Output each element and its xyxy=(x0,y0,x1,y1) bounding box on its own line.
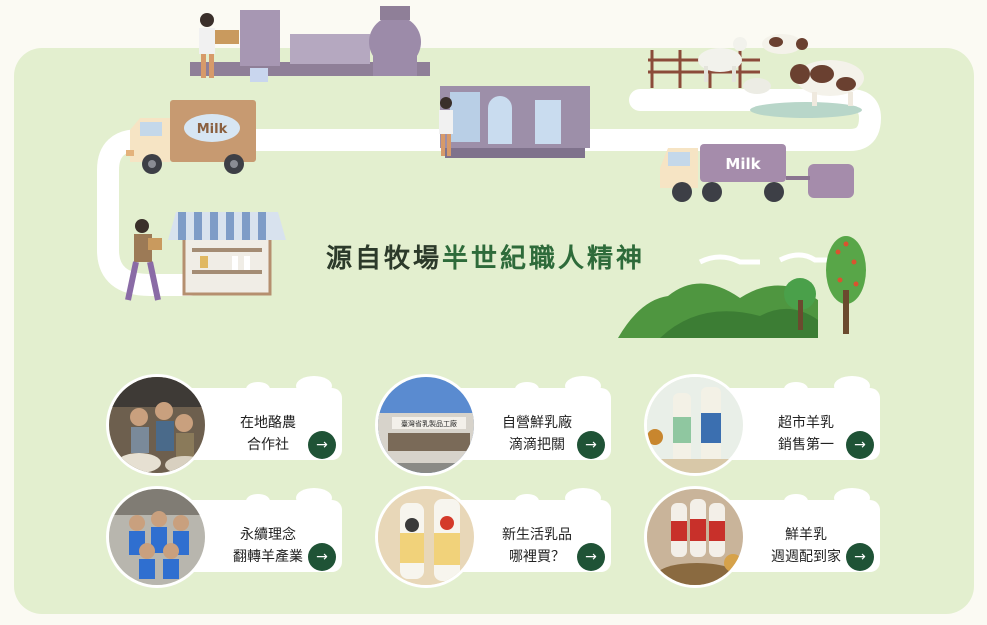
card-sustainability[interactable]: 永續理念翻轉羊產業 → xyxy=(106,486,346,588)
arrow-button[interactable]: → xyxy=(577,543,605,571)
card-label: 永續理念翻轉羊產業 xyxy=(233,527,303,565)
factory-sign-text: 臺灣省乳製品工廠 xyxy=(401,419,457,428)
card-photo-farmers xyxy=(106,374,208,476)
card-label: 自營鮮乳廠滴滴把關 xyxy=(502,415,572,453)
card-own-milk-plant[interactable]: 臺灣省乳製品工廠 自營鮮乳廠滴滴把關 → xyxy=(375,374,615,476)
milk-tanker-truck: Milk xyxy=(660,144,854,202)
card-photo-fresh-goat-milk xyxy=(644,486,746,588)
card-photo-new-life-bottles xyxy=(375,486,477,588)
processing-plant xyxy=(439,86,590,158)
supply-chain-illustration: Milk Milk xyxy=(97,6,881,338)
card-photo-bottles xyxy=(644,374,746,476)
arrow-button[interactable]: → xyxy=(308,431,336,459)
card-label: 在地酪農合作社 xyxy=(240,415,296,453)
card-label: 鮮羊乳週週配到家 xyxy=(771,527,841,565)
headline-part1: 源自牧場 xyxy=(326,244,443,274)
page-headline: 源自牧場半世紀職人精神 xyxy=(326,238,645,275)
card-where-to-buy[interactable]: 新生活乳品哪裡買？ → xyxy=(375,486,615,588)
milk-box-truck: Milk xyxy=(126,100,256,174)
arrow-button[interactable]: → xyxy=(577,431,605,459)
factory-conveyor xyxy=(190,6,430,82)
arrow-button[interactable]: → xyxy=(308,543,336,571)
card-weekly-delivery[interactable]: 鮮羊乳週週配到家 → xyxy=(644,486,884,588)
arrow-button[interactable]: → xyxy=(846,431,874,459)
tanker-label: Milk xyxy=(725,155,761,173)
headline-part2: 半世紀職人精神 xyxy=(442,244,646,274)
farm-animals xyxy=(648,34,864,118)
retail-stand xyxy=(125,212,286,301)
hills-trees xyxy=(618,236,866,338)
card-label: 超市羊乳銷售第一 xyxy=(778,415,834,453)
box-truck-label: Milk xyxy=(197,122,228,137)
arrow-button[interactable]: → xyxy=(846,543,874,571)
card-supermarket-goat-milk[interactable]: 超市羊乳銷售第一 → xyxy=(644,374,884,476)
card-local-dairy-coop[interactable]: 在地酪農合作社 → xyxy=(106,374,346,476)
card-photo-factory: 臺灣省乳製品工廠 xyxy=(375,374,477,476)
card-photo-team xyxy=(106,486,208,588)
card-label: 新生活乳品哪裡買？ xyxy=(502,527,572,565)
